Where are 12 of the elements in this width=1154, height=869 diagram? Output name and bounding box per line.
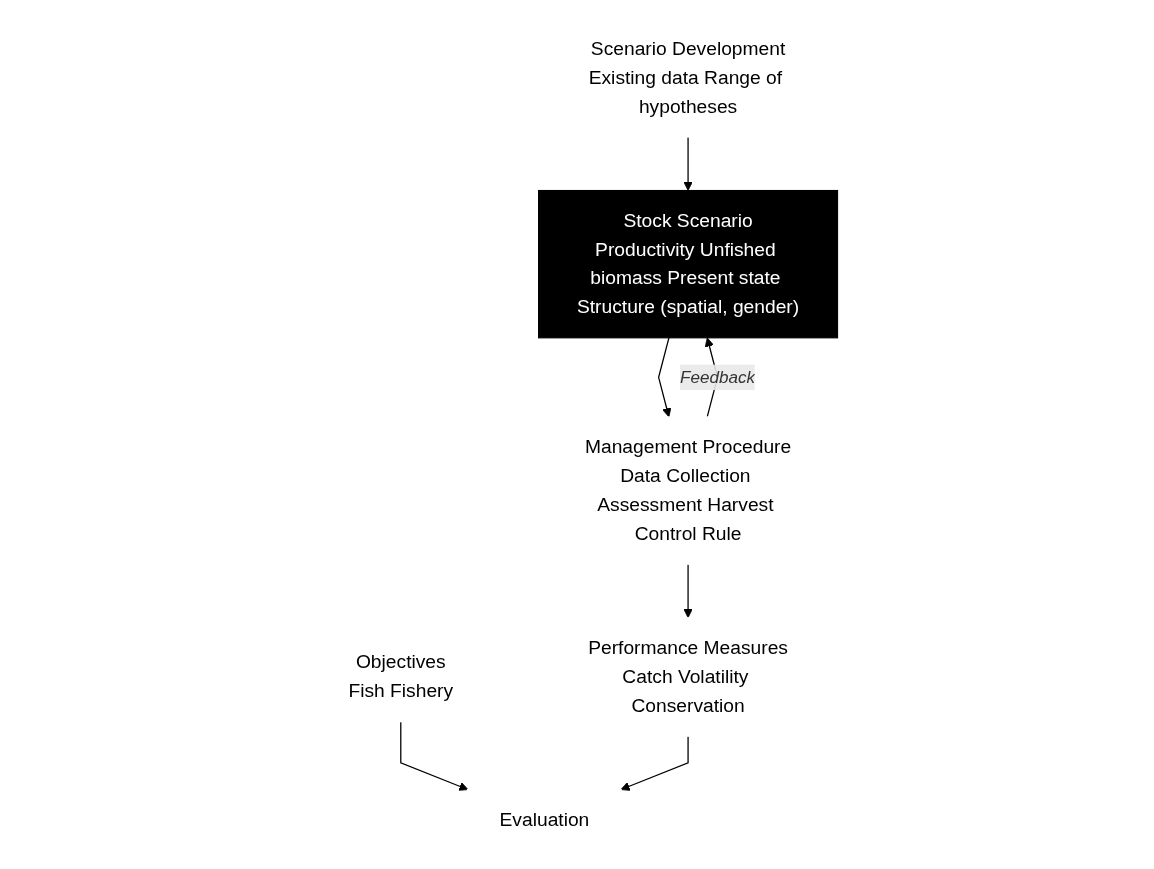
node-text: Evaluation [499,808,590,831]
arrow [400,721,469,791]
arrow [657,337,672,418]
node-box: Stock Scenario Productivity Unfished biomass Present state Structure (spatial, gender) [538,189,839,339]
node-text: Management Procedure Data Collection Assessment Harvest Control Rule [584,436,792,544]
node-text: Performance Measures Catch Volatility Conservation [588,636,788,716]
node-text: Objectives Fish Fishery [348,651,454,702]
arrow [683,136,693,191]
arrow [683,563,693,619]
arrow [620,735,689,791]
edge-label: Feedback [679,367,756,386]
node-text: Scenario Development Existing data Range of hypotheses [588,37,786,117]
